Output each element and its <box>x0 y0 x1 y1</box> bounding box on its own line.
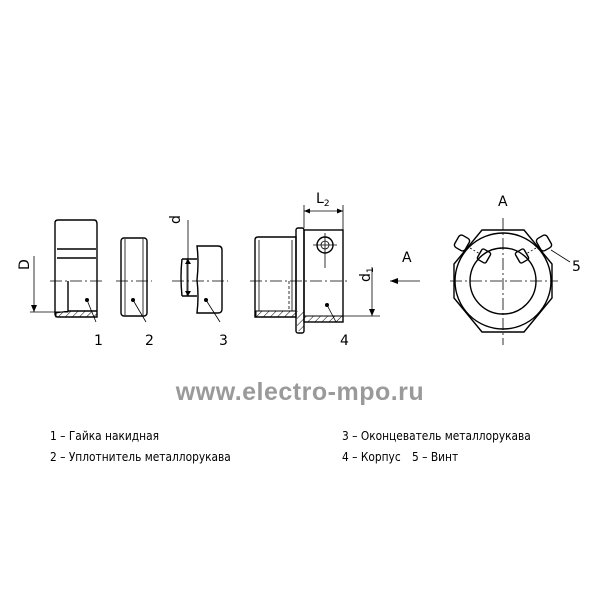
svg-text:5: 5 <box>572 259 581 275</box>
part-number-labels: 1 2 3 4 5 <box>94 259 581 349</box>
d1-label: d1 <box>358 267 376 282</box>
svg-text:d: d <box>168 215 184 224</box>
l2-label: L2 <box>316 191 330 209</box>
svg-text:1: 1 <box>94 333 103 349</box>
svg-text:2: 2 <box>145 333 154 349</box>
part-4-body: L2 d1 <box>250 191 380 334</box>
svg-text:A: A <box>402 250 412 266</box>
legend-item-5: 5 – Винт <box>412 449 459 464</box>
svg-text:D: D <box>17 259 33 270</box>
view-a-end-view: A <box>450 194 571 345</box>
view-arrow-a: A <box>390 250 420 284</box>
watermark: www.electro-mpo.ru <box>175 378 425 406</box>
legend-item-1: 1 – Гайка накидная <box>50 428 160 443</box>
part-1-nut: D <box>17 219 102 323</box>
legend-item-4: 4 – Корпус <box>342 449 401 464</box>
legend-item-3: 3 – Оконцеватель металлорукава <box>342 428 531 443</box>
svg-text:3: 3 <box>219 333 228 349</box>
part-2-seal <box>116 237 152 323</box>
svg-text:A: A <box>498 194 508 210</box>
part-3-ferrule: d <box>168 215 228 323</box>
svg-text:4: 4 <box>340 333 349 349</box>
legend-item-2: 2 – Уплотнитель металлорукава <box>50 449 231 464</box>
